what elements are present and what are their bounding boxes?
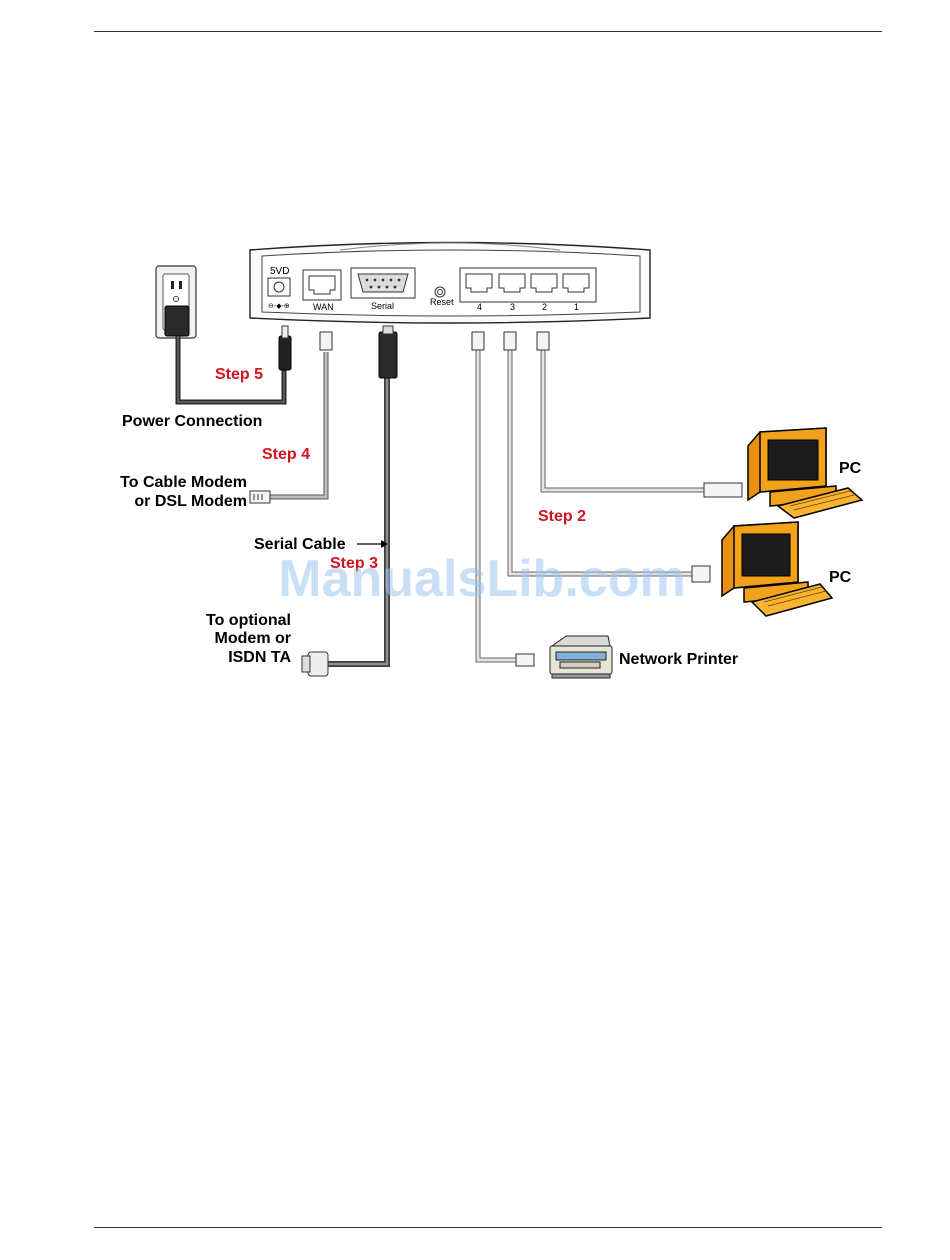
lan-cable-printer [472, 332, 534, 666]
step5-label: Step 5 [215, 366, 263, 383]
step2-label: Step 2 [538, 508, 586, 525]
lan-cable-pc-bottom [504, 332, 710, 582]
cable-modem-label-line1: To Cable Modem [120, 474, 247, 491]
watermark-text: ManualsLib.com [278, 550, 685, 608]
optional-modem-label-line1: To optional [206, 612, 291, 629]
lan-port-2-label: 2 [542, 302, 547, 312]
bottom-rule [94, 1227, 882, 1228]
optional-modem-label-line2: Modem or [215, 630, 291, 647]
lan-port-4-label: 4 [477, 302, 482, 312]
pc-bottom-icon [722, 522, 832, 616]
step4-label: Step 4 [262, 446, 310, 463]
wan-label: WAN [313, 302, 334, 312]
serial-cable-arrow [357, 540, 388, 548]
reset-label: Reset [430, 297, 454, 307]
network-printer-label: Network Printer [619, 651, 738, 668]
cable-modem-label-line2: or DSL Modem [134, 493, 247, 510]
lan-cable-pc-top [537, 332, 742, 497]
pc-bottom-label: PC [829, 569, 852, 586]
lan-port-3-label: 3 [510, 302, 515, 312]
serial-label: Serial [371, 301, 394, 311]
lan-port-1-label: 1 [574, 302, 579, 312]
power-port-label: 5VD [270, 266, 289, 277]
svg-text:⊖-◆-⊕: ⊖-◆-⊕ [268, 303, 290, 310]
serial-cable [302, 326, 397, 676]
wall-outlet [156, 266, 196, 338]
optional-modem-label-line3: ISDN TA [228, 649, 291, 666]
network-printer-icon [550, 636, 612, 678]
power-connection-label: Power Connection [122, 413, 262, 430]
router: 5VD ⊖-◆-⊕ WAN Serial Reset [250, 243, 650, 324]
power-jack: 5VD ⊖-◆-⊕ [268, 266, 290, 310]
pc-top-label: PC [839, 460, 862, 477]
